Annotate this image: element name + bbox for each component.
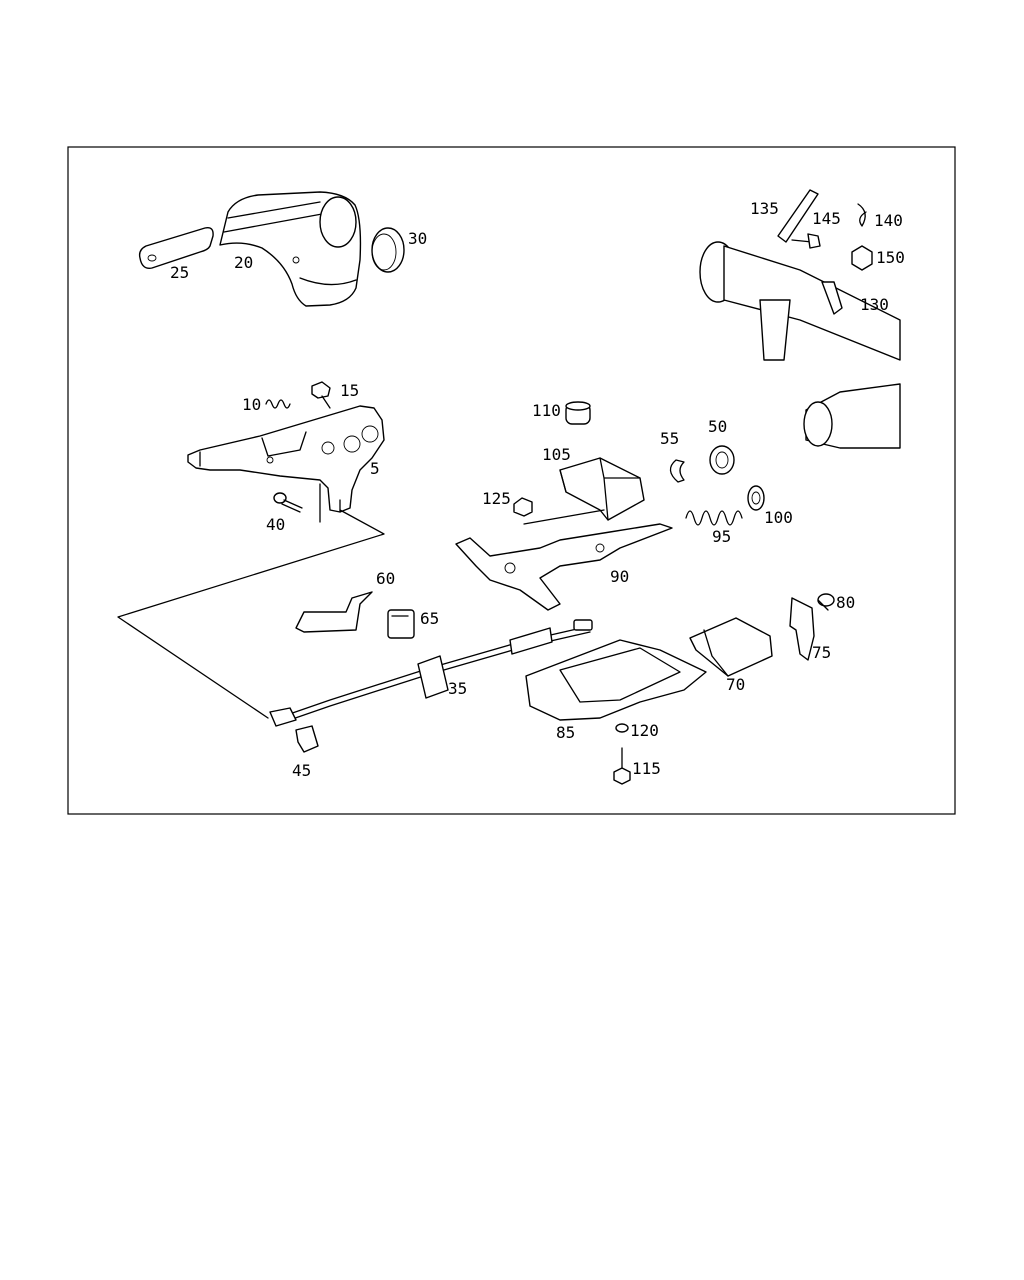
callout-105: 105 — [542, 445, 571, 464]
part-25-lever-grip — [138, 226, 214, 269]
callout-95: 95 — [712, 527, 731, 546]
callout-75: 75 — [812, 643, 831, 662]
callout-135: 135 — [750, 199, 779, 218]
callout-120: 120 — [630, 721, 659, 740]
part-115-bolt — [613, 747, 631, 785]
part-110-bush — [565, 401, 591, 425]
part-30-cap — [371, 227, 405, 273]
callout-30: 30 — [408, 229, 427, 248]
callout-80: 80 — [836, 593, 855, 612]
callout-125: 125 — [482, 489, 511, 508]
callout-110: 110 — [532, 401, 561, 420]
callout-45: 45 — [292, 761, 311, 780]
part-95-spring — [685, 510, 743, 526]
callout-20: 20 — [234, 253, 253, 272]
leader-125 — [523, 509, 605, 525]
callout-150: 150 — [876, 248, 905, 267]
callout-70: 70 — [726, 675, 745, 694]
shaft-assembly — [699, 241, 901, 449]
callout-90: 90 — [610, 567, 629, 586]
part-105-bracket — [559, 457, 645, 521]
part-80-pin — [817, 593, 835, 611]
part-85-tray — [525, 639, 707, 721]
part-130-lever — [821, 281, 843, 315]
callout-55: 55 — [660, 429, 679, 448]
callout-65: 65 — [420, 609, 439, 628]
cable-route-line — [117, 509, 385, 719]
part-35-cable — [269, 619, 593, 727]
part-90-plate — [455, 523, 673, 611]
part-60-bracket — [295, 591, 373, 633]
part-100-washer — [747, 485, 765, 511]
part-20-handle-cover — [219, 191, 362, 307]
callout-25: 25 — [170, 263, 189, 282]
callout-130: 130 — [860, 295, 889, 314]
diagram-frame — [67, 146, 956, 815]
part-135-link — [777, 189, 819, 243]
callout-100: 100 — [764, 508, 793, 527]
part-45-clip — [295, 725, 319, 753]
part-5-lever-bracket — [187, 405, 385, 523]
callout-15: 15 — [340, 381, 359, 400]
callout-5: 5 — [370, 459, 380, 478]
callout-50: 50 — [708, 417, 727, 436]
part-125-nut — [513, 497, 533, 517]
callout-40: 40 — [266, 515, 285, 534]
callout-35: 35 — [448, 679, 467, 698]
callout-60: 60 — [376, 569, 395, 588]
part-10-spring — [265, 399, 291, 409]
part-65-clip — [387, 609, 415, 639]
callout-140: 140 — [874, 211, 903, 230]
callout-10: 10 — [242, 395, 261, 414]
part-145-bolt — [791, 233, 821, 249]
callout-85: 85 — [556, 723, 575, 742]
part-140-clip — [857, 203, 867, 227]
part-75-bracket — [789, 597, 815, 661]
callout-145: 145 — [812, 209, 841, 228]
callout-115: 115 — [632, 759, 661, 778]
part-50-bushing — [709, 445, 735, 475]
part-120-washer — [615, 723, 629, 733]
part-55-ring — [669, 459, 685, 483]
part-15-bolt — [311, 381, 331, 409]
part-40-pin — [273, 492, 303, 513]
part-150-nut — [851, 245, 873, 271]
part-70-cover — [689, 617, 773, 677]
